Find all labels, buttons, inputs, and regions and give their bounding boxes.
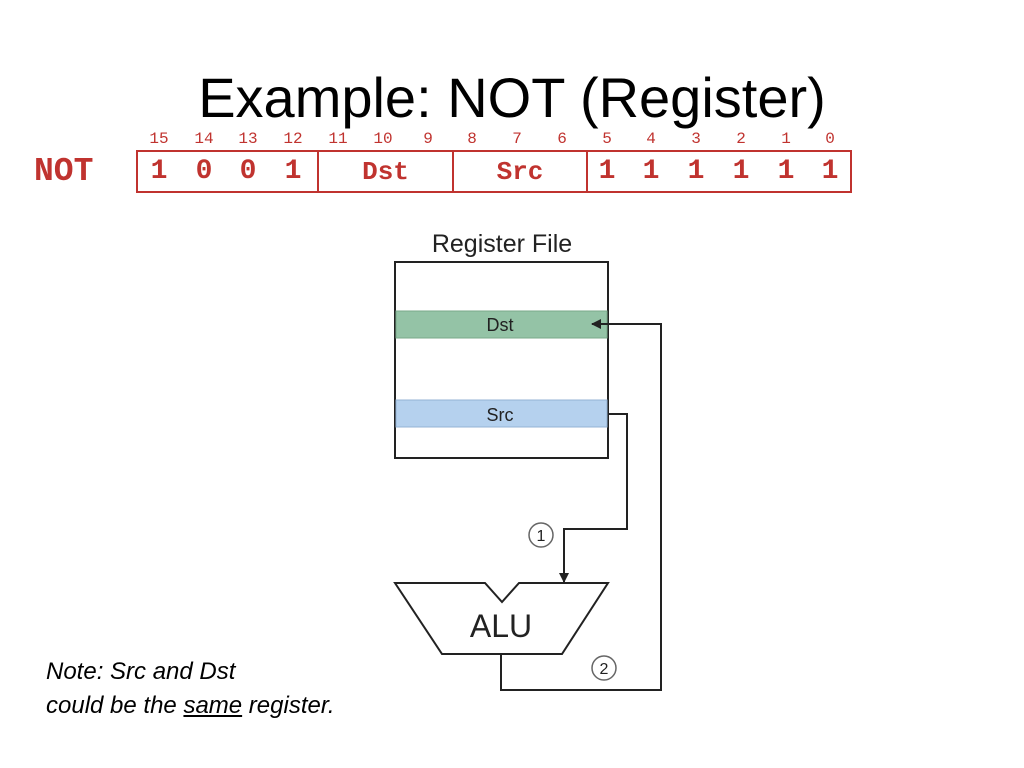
- src-register: [395, 399, 608, 428]
- bit-number: 0: [825, 130, 835, 148]
- bit-number: 11: [328, 130, 348, 148]
- src-field: Src: [496, 156, 544, 187]
- dst-register: [395, 310, 608, 339]
- opcode-bit: 0: [195, 156, 213, 187]
- alu-label: ALU: [470, 608, 532, 644]
- note-line-2-after: register.: [242, 692, 335, 719]
- step-1-number: 1: [537, 528, 546, 545]
- register-file-box: [394, 261, 609, 459]
- low-bit: 1: [687, 156, 705, 187]
- src-to-alu-path: [559, 413, 628, 583]
- bit-number: 6: [557, 130, 567, 148]
- note: Note: Src and Dst could be the same regi…: [46, 655, 335, 723]
- note-line-1: Note: Src and Dst: [46, 658, 236, 685]
- low-bit: 1: [821, 156, 839, 187]
- bit-number: 8: [467, 130, 477, 148]
- bit-number: 2: [736, 130, 746, 148]
- bit-number: 10: [373, 130, 393, 148]
- low-bit: 1: [777, 156, 795, 187]
- opcode-bit: 1: [150, 156, 168, 187]
- bit-number: 13: [238, 130, 258, 148]
- low-bit: 1: [642, 156, 660, 187]
- instruction-encoding: 1 0 0 1 Dst Src 1 1 1 1 1 1: [136, 150, 852, 193]
- dst-field: Dst: [362, 156, 409, 187]
- alu-to-dst-path: [500, 319, 662, 691]
- alu-shape: [393, 582, 610, 655]
- opcode-name: NOT: [34, 153, 94, 190]
- field-divider: [317, 152, 319, 191]
- bit-number: 7: [512, 130, 522, 148]
- note-emphasis: same: [183, 692, 243, 719]
- step-2-number: 2: [600, 661, 609, 678]
- bit-number: 12: [283, 130, 303, 148]
- opcode-bit: 0: [239, 156, 257, 187]
- field-divider: [452, 152, 454, 191]
- bit-number: 4: [646, 130, 656, 148]
- src-register-label: Src: [487, 405, 514, 425]
- bit-number: 5: [602, 130, 612, 148]
- opcode-bit: 1: [284, 156, 302, 187]
- note-line-2: could be the same register.: [46, 689, 335, 723]
- dst-register-label: Dst: [487, 315, 514, 335]
- field-divider: [586, 152, 588, 191]
- register-file-title: Register File: [432, 230, 572, 258]
- slide-title: Example: NOT (Register): [198, 66, 826, 129]
- low-bit: 1: [598, 156, 616, 187]
- bit-number: 3: [691, 130, 701, 148]
- bit-number: 14: [194, 130, 214, 148]
- bit-number: 9: [423, 130, 433, 148]
- bit-number: 15: [149, 130, 169, 148]
- step-1-marker: [528, 522, 554, 548]
- note-line-2-before: could be the: [46, 692, 184, 719]
- step-2-marker: [591, 655, 617, 681]
- bit-number: 1: [781, 130, 791, 148]
- low-bit: 1: [732, 156, 750, 187]
